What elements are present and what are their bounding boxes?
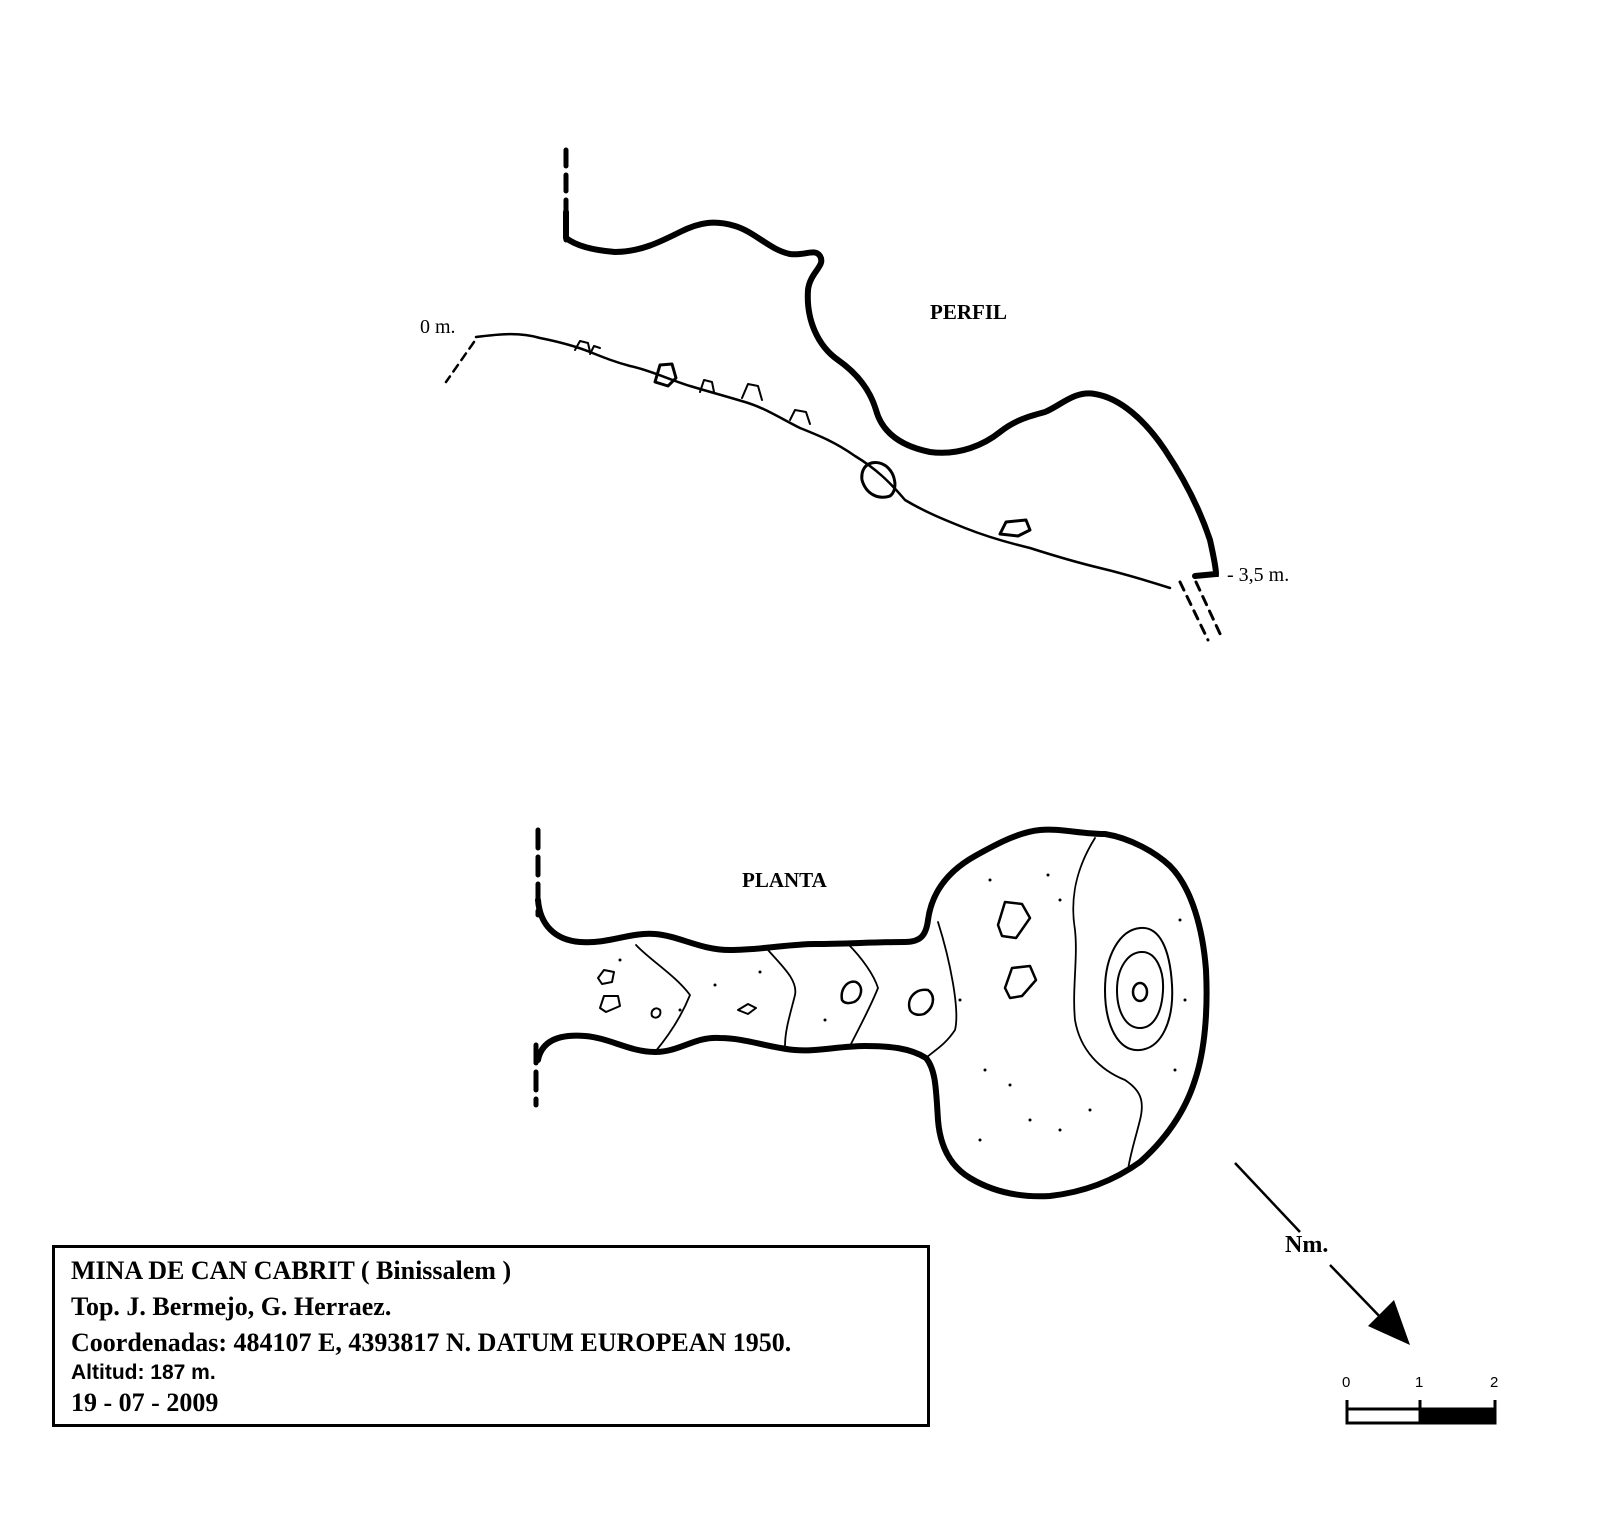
- plan-boulder: [907, 988, 935, 1017]
- profile-depth-start-label: 0 m.: [420, 316, 456, 338]
- plan-boulder: [599, 995, 621, 1013]
- plan-contour-outer: [1072, 837, 1143, 1171]
- plan-step-line: [847, 943, 879, 1047]
- plan-boulder: [996, 900, 1032, 940]
- survey-authors: Top. J. Bermejo, G. Herraez.: [71, 1292, 392, 1321]
- survey-date: 19 - 07 - 2009: [71, 1388, 219, 1417]
- plan-boulder: [1003, 964, 1038, 1000]
- scale-bar: [1345, 1400, 1497, 1425]
- profile-rock: [574, 340, 591, 353]
- plan-pit-center: [1131, 981, 1149, 1003]
- plan-section: [533, 826, 1210, 1200]
- profile-rock: [860, 461, 897, 499]
- profile-rock: [789, 409, 811, 425]
- plan-contour-mid: [1104, 926, 1174, 1052]
- profile-end-dashed-line-a: [1178, 580, 1210, 642]
- profile-rock: [741, 383, 763, 401]
- profile-rock: [699, 379, 715, 393]
- plan-title: PLANTA: [742, 868, 827, 892]
- profile-end-dashed-line-b: [1194, 580, 1224, 640]
- profile-floor-dashed-start: [444, 340, 476, 384]
- survey-coordinates: Coordenadas: 484107 E, 4393817 N. DATUM …: [71, 1328, 792, 1357]
- profile-rock: [653, 362, 678, 388]
- scale-tick-0: 0: [1342, 1374, 1351, 1391]
- profile-floor-line: [474, 332, 1172, 590]
- plan-step-line: [635, 944, 691, 1053]
- plan-sediment-dots: [618, 873, 1187, 1142]
- scale-tick-2: 2: [1490, 1374, 1499, 1391]
- profile-title: PERFIL: [930, 300, 1008, 324]
- plan-boulder: [840, 980, 863, 1005]
- north-label: Nm.: [1285, 1232, 1329, 1258]
- profile-ceiling-line: [563, 209, 1219, 579]
- profile-rock: [998, 518, 1032, 538]
- plan-boulder: [650, 1007, 662, 1019]
- profile-section: [444, 147, 1224, 642]
- north-arrow-icon: [1234, 1162, 1410, 1345]
- plan-outer-wall: [535, 826, 1210, 1200]
- profile-depth-end-label: - 3,5 m.: [1227, 564, 1290, 586]
- plan-step-line: [767, 949, 797, 1047]
- plan-step-line: [925, 921, 958, 1059]
- plan-contour-inner: [1116, 951, 1165, 1029]
- plan-boulder: [737, 1003, 757, 1015]
- scale-tick-1: 1: [1415, 1374, 1424, 1391]
- profile-rock: [589, 345, 601, 355]
- survey-info-box: MINA DE CAN CABRIT ( Binissalem ) Top. J…: [52, 1245, 930, 1427]
- survey-name: MINA DE CAN CABRIT ( Binissalem ): [71, 1256, 512, 1285]
- survey-altitude: Altitud: 187 m.: [71, 1361, 216, 1384]
- plan-boulder: [597, 969, 615, 985]
